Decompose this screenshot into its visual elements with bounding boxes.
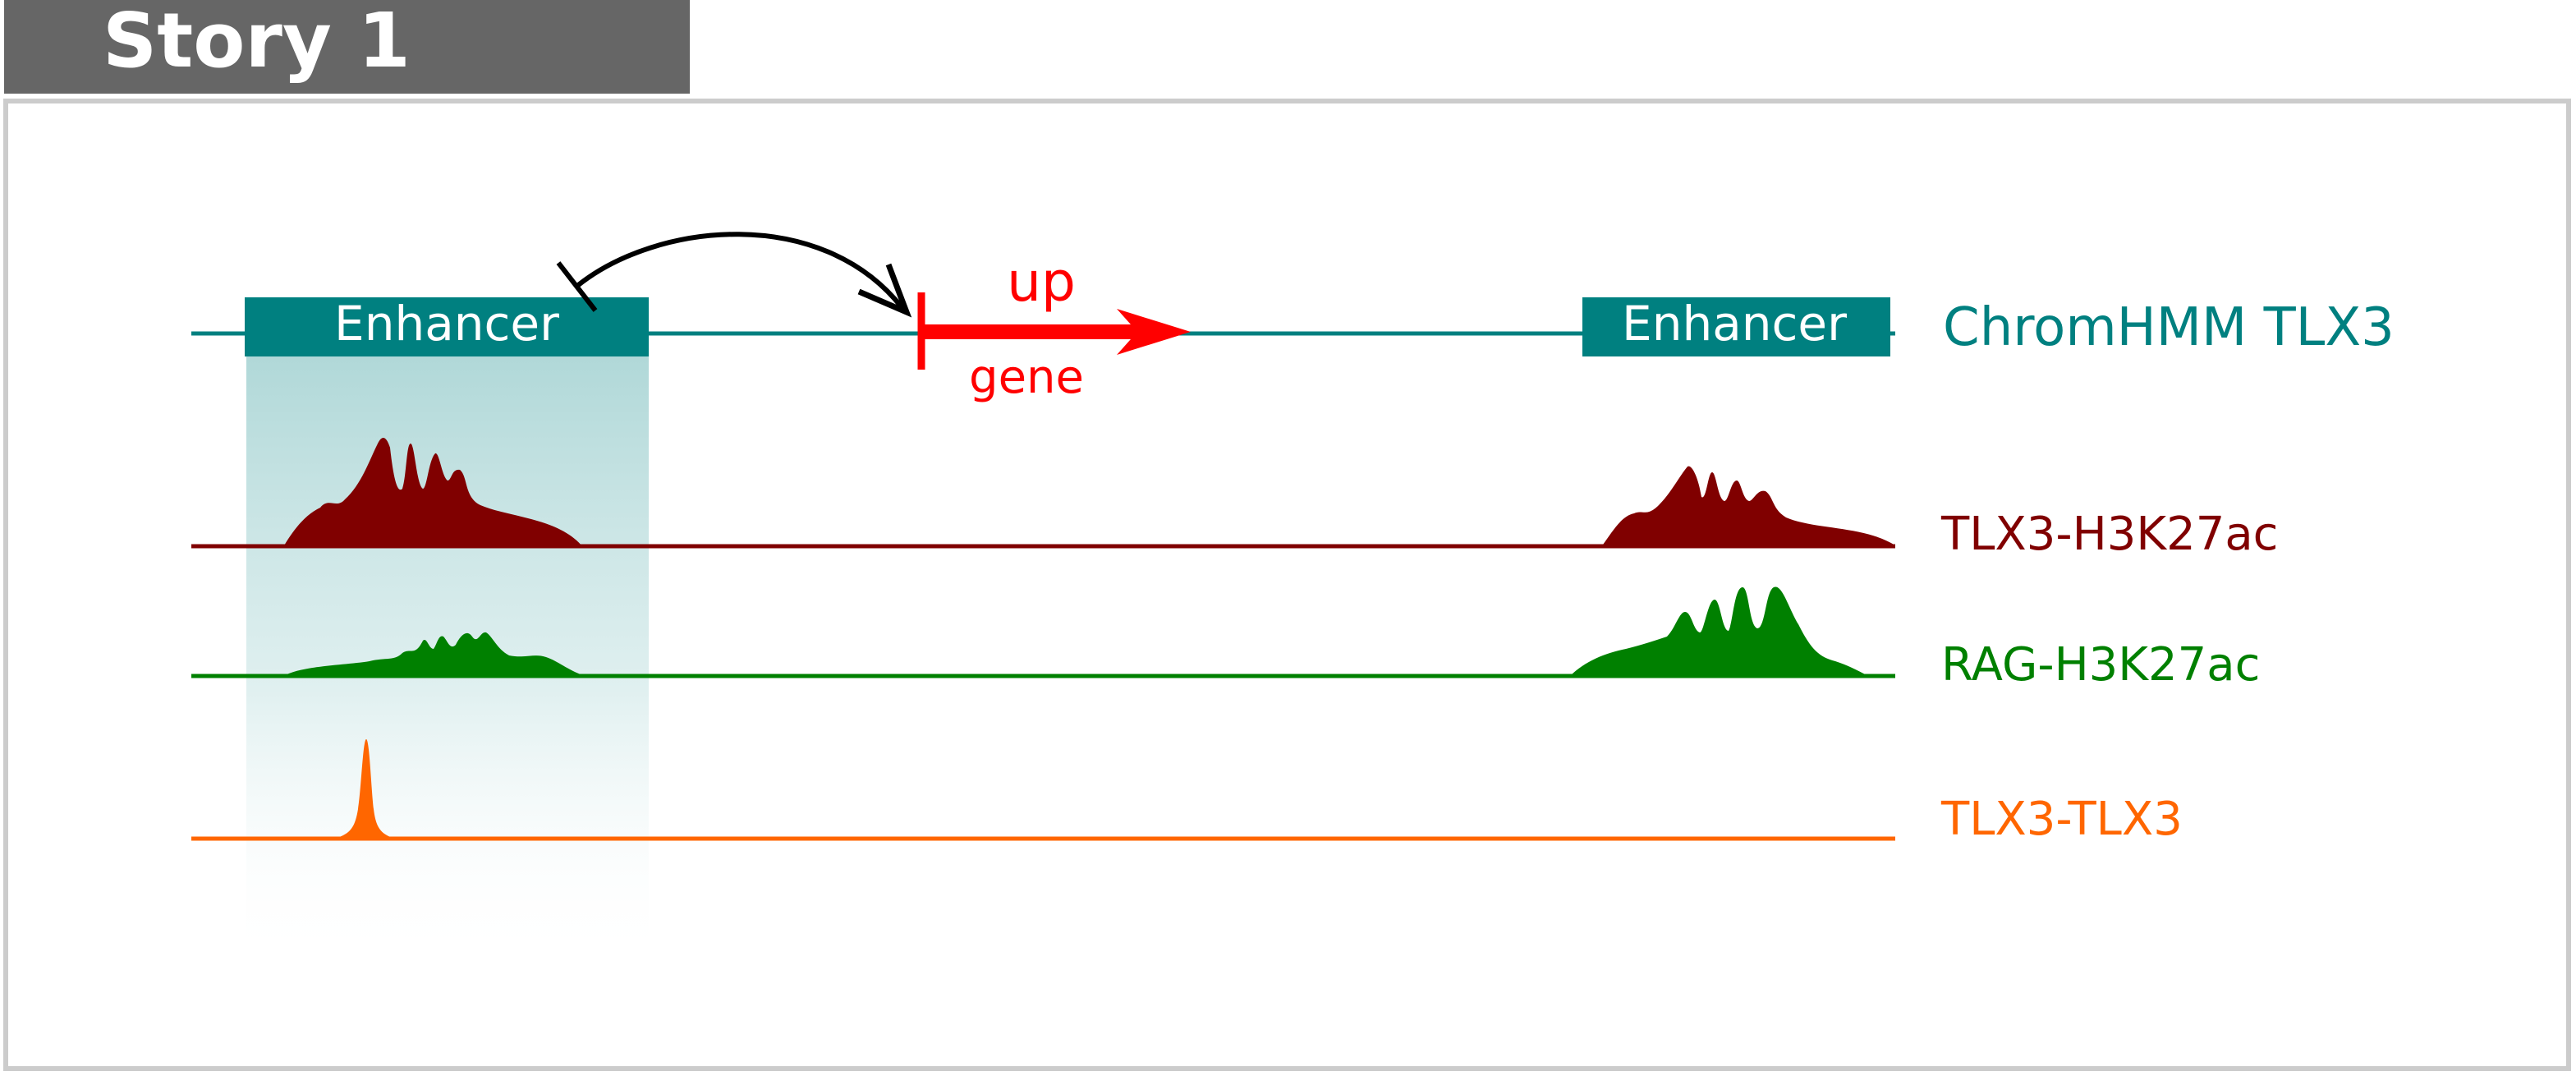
tlx3-tlx3-track	[191, 739, 1895, 841]
tlx3-h3k27ac-track	[191, 438, 1895, 549]
gene-element: up gene	[917, 251, 1191, 404]
gene-arrowhead	[1117, 309, 1191, 355]
gene-direction-label: up	[1007, 251, 1076, 314]
peak-right	[1570, 586, 1868, 676]
enhancer-box-left	[245, 297, 649, 356]
peak-left	[283, 438, 583, 547]
track-label-tlx3-h3k27ac: TLX3-H3K27ac	[1940, 508, 2278, 561]
enhancer-box-right	[1582, 297, 1890, 356]
track-label-rag-h3k27ac: RAG-H3K27ac	[1941, 638, 2260, 692]
gene-label: gene	[969, 351, 1084, 404]
story-title: Story 1	[103, 0, 411, 85]
rag-h3k27ac-track	[191, 586, 1895, 678]
enhancer-right-label: Enhancer	[1622, 296, 1847, 352]
peak-left	[283, 632, 585, 676]
peak-right	[1601, 466, 1895, 547]
story-header-tab: Story 1	[4, 0, 690, 94]
enhancer-left-label: Enhancer	[334, 296, 559, 352]
interaction-arrow	[556, 232, 912, 318]
peak-left	[335, 739, 394, 839]
track-label-chromhmm: ChromHMM TLX3	[1943, 297, 2395, 358]
track-label-tlx3-tlx3: TLX3-TLX3	[1940, 793, 2183, 846]
